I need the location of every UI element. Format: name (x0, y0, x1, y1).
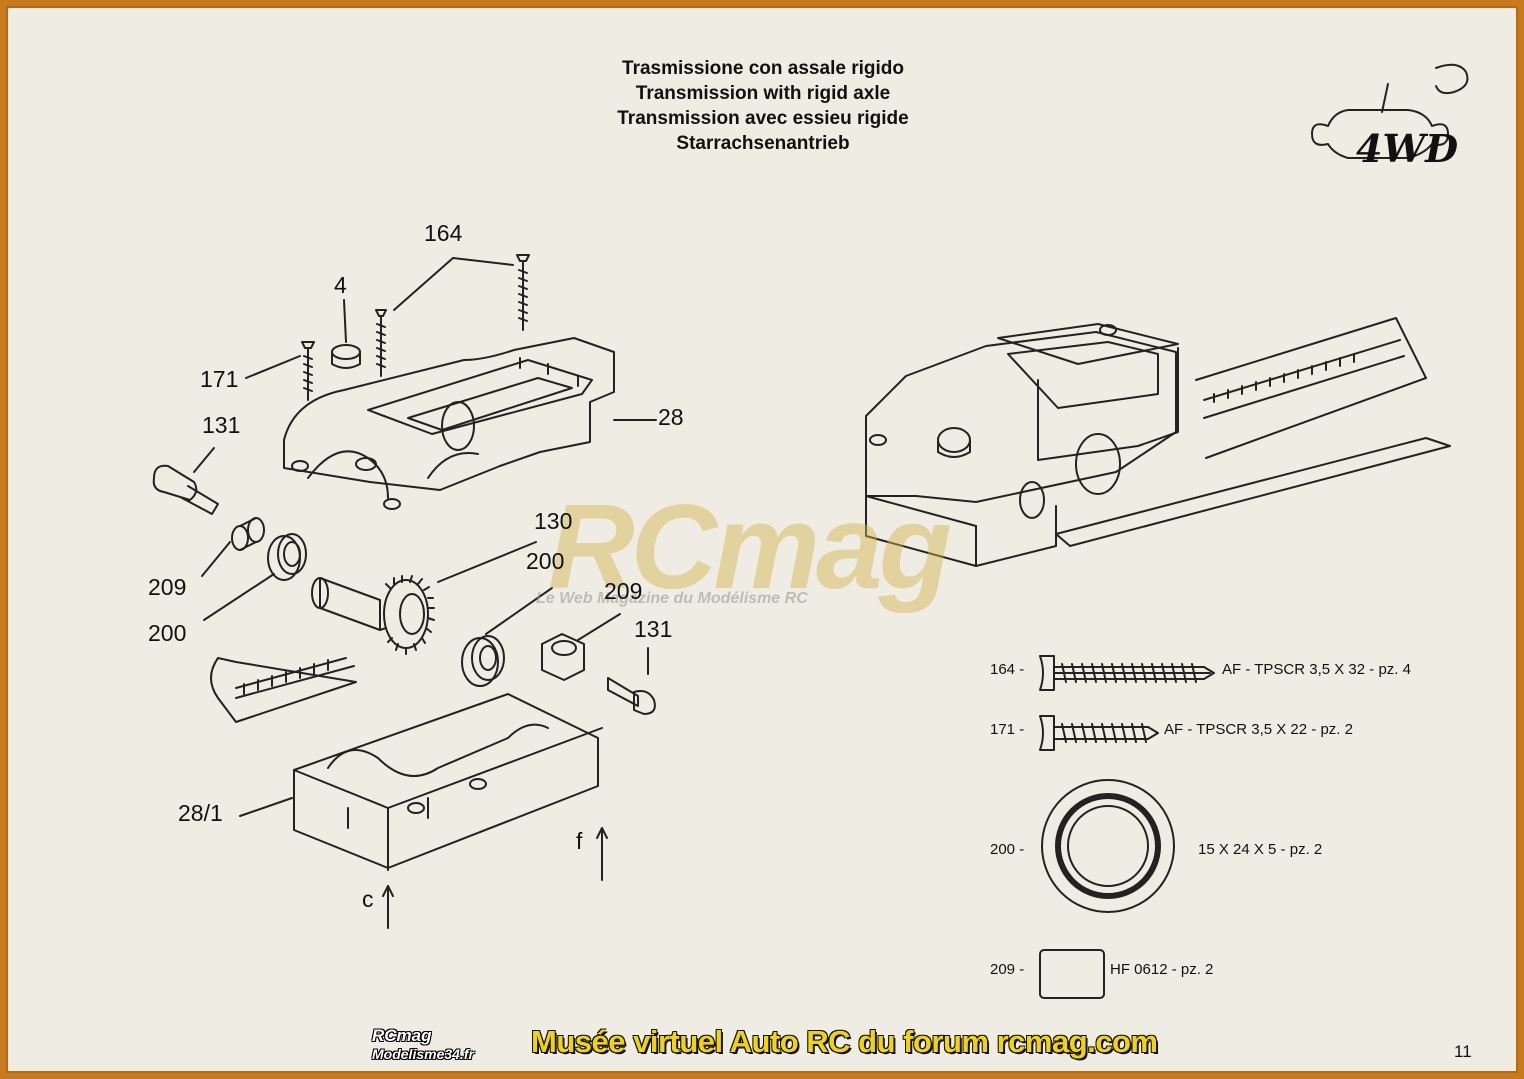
page-title: Trasmissione con assale rigido Transmiss… (528, 56, 998, 156)
callout-c: c (362, 886, 374, 912)
callout-131-left: 131 (202, 412, 241, 438)
bearing-200-left-icon (267, 533, 307, 581)
legend-num-164: 164 - (990, 661, 1025, 678)
shaft-131-left-icon (152, 464, 219, 515)
bearing-200-right-icon (461, 635, 505, 687)
logo-line-2: Modelisme34.fr (372, 1046, 474, 1062)
assembled-view-icon (865, 317, 1451, 567)
short-screw-icon (1039, 715, 1159, 751)
watermark-logo: RCmag (548, 480, 952, 614)
lower-housing-28-1-icon (293, 693, 603, 871)
logo-line-1: RCmag (372, 1026, 432, 1045)
plug-4-icon (331, 344, 361, 369)
bushing-209-left-icon (231, 517, 265, 551)
rcmag-logo: RCmag Modelisme34.fr (372, 1026, 474, 1064)
legend-num-171: 171 - (990, 721, 1025, 738)
screw-164-left-icon (375, 309, 387, 377)
legend-num-209: 209 - (990, 961, 1025, 978)
callout-f: f (576, 828, 583, 854)
callout-28: 28 (658, 404, 684, 430)
callout-209-left: 209 (148, 574, 187, 600)
callout-131-right: 131 (634, 616, 673, 642)
exploded-view-drawing (152, 63, 1469, 999)
shaft-131-right-icon (607, 677, 656, 715)
upper-housing-28-icon (283, 337, 615, 510)
page-number: 11 (1454, 1042, 1472, 1061)
arrow-f-icon (596, 827, 608, 881)
legend-desc-171: AF - TPSCR 3,5 X 22 - pz. 2 (1164, 721, 1353, 738)
4wd-badge-label: 4WD (1356, 126, 1459, 171)
title-italian: Trasmissione con assale rigido (622, 58, 904, 79)
callout-130: 130 (534, 508, 573, 534)
bushing-icon (1039, 949, 1105, 999)
arrow-c-icon (382, 885, 394, 929)
title-french: Transmission avec essieu rigide (617, 108, 909, 129)
gear-shaft-130-icon (311, 575, 435, 655)
legend-desc-209: HF 0612 - pz. 2 (1110, 961, 1214, 978)
callout-200-left: 200 (148, 620, 187, 646)
callout-209-right: 209 (604, 578, 643, 604)
callout-164: 164 (424, 220, 463, 246)
legend-desc-200: 15 X 24 X 5 - pz. 2 (1198, 841, 1323, 858)
screw-164-right-icon (516, 254, 530, 331)
legend-desc-164: AF - TPSCR 3,5 X 32 - pz. 4 (1222, 661, 1411, 678)
callout-200-right: 200 (526, 548, 565, 574)
legend-num-200: 200 - (990, 841, 1025, 858)
long-screw-icon (1039, 655, 1215, 691)
title-english: Transmission with rigid axle (635, 83, 891, 104)
callout-4: 4 (334, 272, 347, 298)
4wd-badge-icon (1311, 63, 1469, 159)
callout-28-1: 28/1 (178, 800, 223, 826)
belt-icon (210, 657, 357, 723)
bushing-209-right-icon (541, 633, 585, 681)
screw-171-icon (301, 341, 315, 401)
callout-171: 171 (200, 366, 239, 392)
footer-banner: Musée virtuel Auto RC du forum rcmag.com (531, 1024, 1158, 1059)
manual-page: 4WD RCmag Le Web Magazine du Modélisme R… (6, 6, 1518, 1073)
title-german: Starrachsenantrieb (676, 133, 850, 154)
bearing-icon (1041, 779, 1175, 913)
watermark-tagline: Le Web Magazine du Modélisme RC (536, 590, 808, 607)
